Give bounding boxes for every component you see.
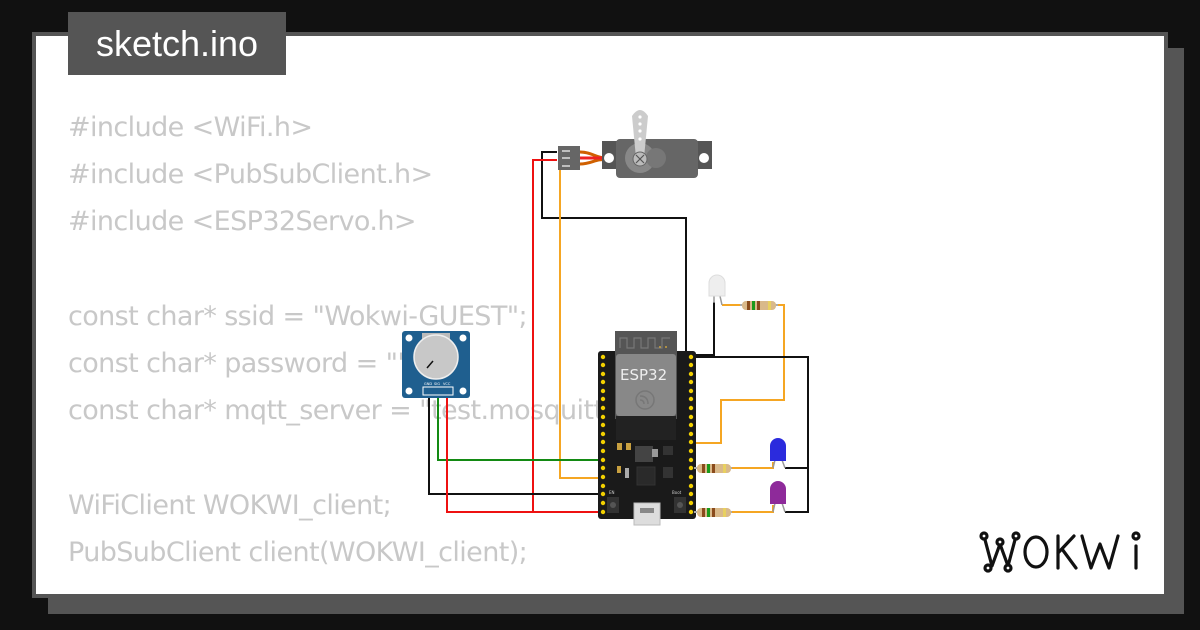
servo-motor (558, 110, 712, 178)
file-tab: sketch.ino (68, 12, 286, 75)
servo-gear-small (646, 148, 666, 168)
led-purple (770, 481, 786, 513)
wire-gnd-bus (692, 356, 809, 513)
antenna-trace (619, 337, 670, 349)
servo-mount-hole (699, 153, 709, 163)
code-line: #include <PubSubClient.h> (68, 159, 433, 191)
potentiometer: GND SIG VCC (402, 331, 470, 398)
usb-port-slot (640, 508, 654, 513)
pot-pin-label: SIG (434, 382, 440, 386)
esp32-shield-can (616, 354, 676, 416)
wire-led-white-signal (692, 304, 785, 444)
usb-port (633, 502, 661, 526)
wokwi-logo (979, 531, 1141, 573)
wire-pot-vcc (446, 392, 602, 513)
esp32-header-pins (600, 354, 694, 515)
pot-pin-header (422, 386, 454, 396)
led-purple-body (770, 481, 786, 504)
code-line: WiFiClient WOKWI_client; (68, 489, 392, 521)
pot-pin-label: VCC (443, 382, 451, 386)
code-line: #include <ESP32Servo.h> (68, 206, 416, 238)
servo-horn (632, 110, 648, 158)
servo-connector-pins (562, 150, 570, 167)
boot-button-label: Boot (672, 490, 682, 495)
code-line: #include <WiFi.h> (68, 112, 313, 143)
servo-horn-holes (638, 115, 642, 141)
esp32-board: ESP32 EN Boot (598, 331, 696, 526)
code-line: const char* ssid = "Wokwi-GUEST"; (68, 300, 528, 332)
espressif-logo-icon (635, 390, 655, 410)
wire-servo-signal (559, 168, 602, 479)
wire-led-blue-anode (730, 462, 774, 469)
led-white-body (708, 274, 726, 297)
boot-button-cap (677, 502, 683, 508)
resistor-blue (694, 464, 732, 473)
led-blue (770, 438, 786, 469)
esp32-module-base (616, 416, 676, 440)
wire-servo-gnd (541, 151, 692, 357)
servo-shaft-screw-icon (635, 154, 645, 164)
resistor-white (740, 301, 778, 310)
resistor-purple (694, 508, 732, 517)
pot-pin-labels: GND SIG VCC (424, 382, 451, 386)
wire-led-white-gnd (692, 302, 715, 356)
wire-pot-gnd (428, 392, 602, 495)
esp32-label: ESP32 (620, 366, 667, 384)
pot-pin-label: GND (424, 382, 432, 386)
led-white (708, 274, 726, 306)
pot-mount-holes (405, 334, 467, 395)
servo-mount-hole (604, 153, 614, 163)
code-line: PubSubClient client(WOKWI_client); (68, 536, 528, 568)
pot-knob-indicator (426, 360, 434, 369)
wire-led-purple-anode (730, 505, 774, 513)
code-line: const char* password = ""; (68, 347, 418, 379)
en-button-cap (610, 502, 616, 508)
led-blue-body (770, 438, 786, 461)
en-button-label: EN (609, 490, 615, 495)
esp32-smd-parts (617, 443, 673, 486)
wire-pot-sig (437, 392, 602, 461)
code-preview: #include <WiFi.h> #include <PubSubClient.… (68, 104, 690, 576)
pot-knob (413, 334, 459, 380)
